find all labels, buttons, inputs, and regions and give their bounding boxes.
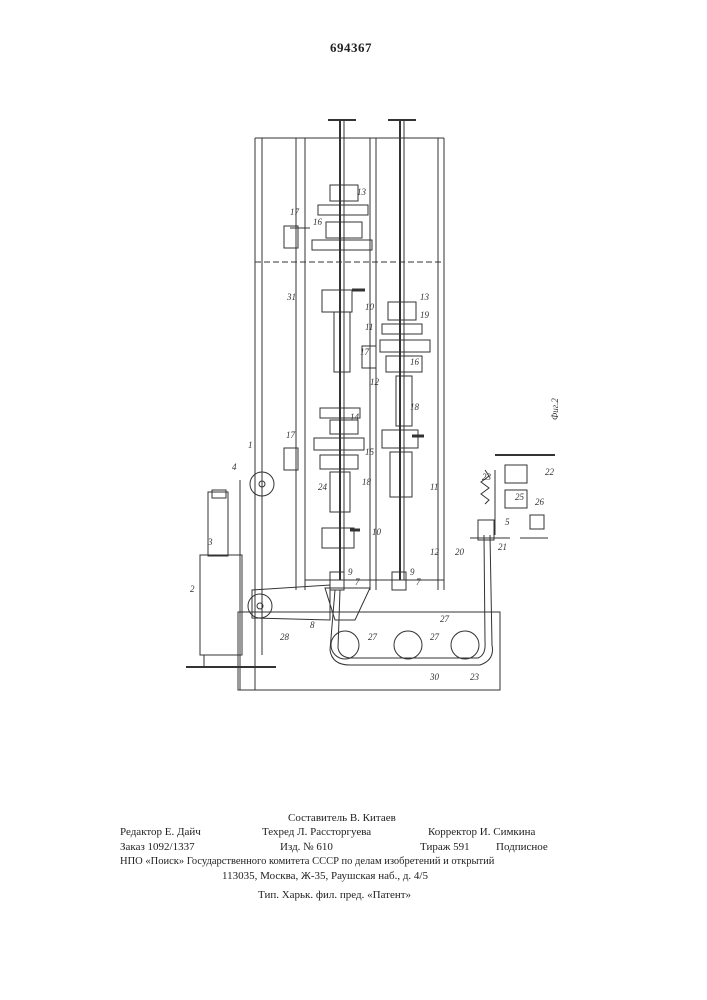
label-20: 20 <box>455 547 465 557</box>
imprint-typography: Тип. Харьк. фил. пред. «Патент» <box>258 889 411 901</box>
label-24: 24 <box>318 482 328 492</box>
imprint-circulation: Тираж 591 <box>420 841 470 853</box>
label-2: 2 <box>190 584 195 594</box>
label-7a: 7 <box>355 577 360 587</box>
label-30: 30 <box>429 672 440 682</box>
label-25: 25 <box>515 492 525 502</box>
label-16: 16 <box>313 217 323 227</box>
label-13b: 13 <box>420 292 430 302</box>
label-29: 23 <box>470 672 480 682</box>
label-11a: 11 <box>365 322 373 332</box>
label-27a: 27 <box>368 632 378 642</box>
label-9: 9 <box>348 567 353 577</box>
label-11b: 11 <box>430 482 438 492</box>
imprint-editor: Редактор Е. Дайч <box>120 826 201 838</box>
imprint-corrector: Корректор И. Симкина <box>428 826 535 838</box>
label-7b: 7 <box>416 577 421 587</box>
label-9b: 9 <box>410 567 415 577</box>
label-31: 31 <box>286 292 296 302</box>
imprint-edition: Изд. № 610 <box>280 841 333 853</box>
label-10: 10 <box>365 302 375 312</box>
label-16b: 16 <box>410 357 420 367</box>
imprint-order: Заказ 1092/1337 <box>120 841 195 853</box>
imprint-techred: Техред Л. Рассторгуева <box>262 826 371 838</box>
label-21: 21 <box>498 542 507 552</box>
label-27b: 27 <box>430 632 440 642</box>
label-5: 5 <box>505 517 510 527</box>
label-13: 13 <box>357 187 367 197</box>
label-28: 28 <box>280 632 290 642</box>
imprint-subscription: Подписное <box>496 841 548 853</box>
imprint-npo: НПО «Поиск» Государственного комитета СС… <box>120 856 494 867</box>
label-4: 4 <box>232 462 237 472</box>
label-17: 17 <box>290 207 300 217</box>
label-1: 1 <box>248 440 253 450</box>
label-19: 19 <box>420 310 430 320</box>
label-3: 3 <box>207 537 213 547</box>
label-27c: 27 <box>440 614 450 624</box>
label-26: 26 <box>535 497 545 507</box>
label-12a: 12 <box>370 377 380 387</box>
imprint-compiler: Составитель В. Китаев <box>288 812 396 824</box>
label-22: 22 <box>545 467 555 477</box>
label-23: 23 <box>482 472 492 482</box>
label-12b: 12 <box>430 547 440 557</box>
label-17b: 17 <box>360 347 370 357</box>
label-17c: 17 <box>286 430 296 440</box>
label-10b: 10 <box>372 527 382 537</box>
label-15: 15 <box>365 447 375 457</box>
label-14: 14 <box>350 412 360 422</box>
figure-label: Фиг.2 <box>550 398 560 420</box>
label-8: 8 <box>310 620 315 630</box>
label-18: 18 <box>410 402 420 412</box>
label-18b: 18 <box>362 477 372 487</box>
imprint-address: 113035, Москва, Ж-35, Раушская наб., д. … <box>222 870 428 882</box>
